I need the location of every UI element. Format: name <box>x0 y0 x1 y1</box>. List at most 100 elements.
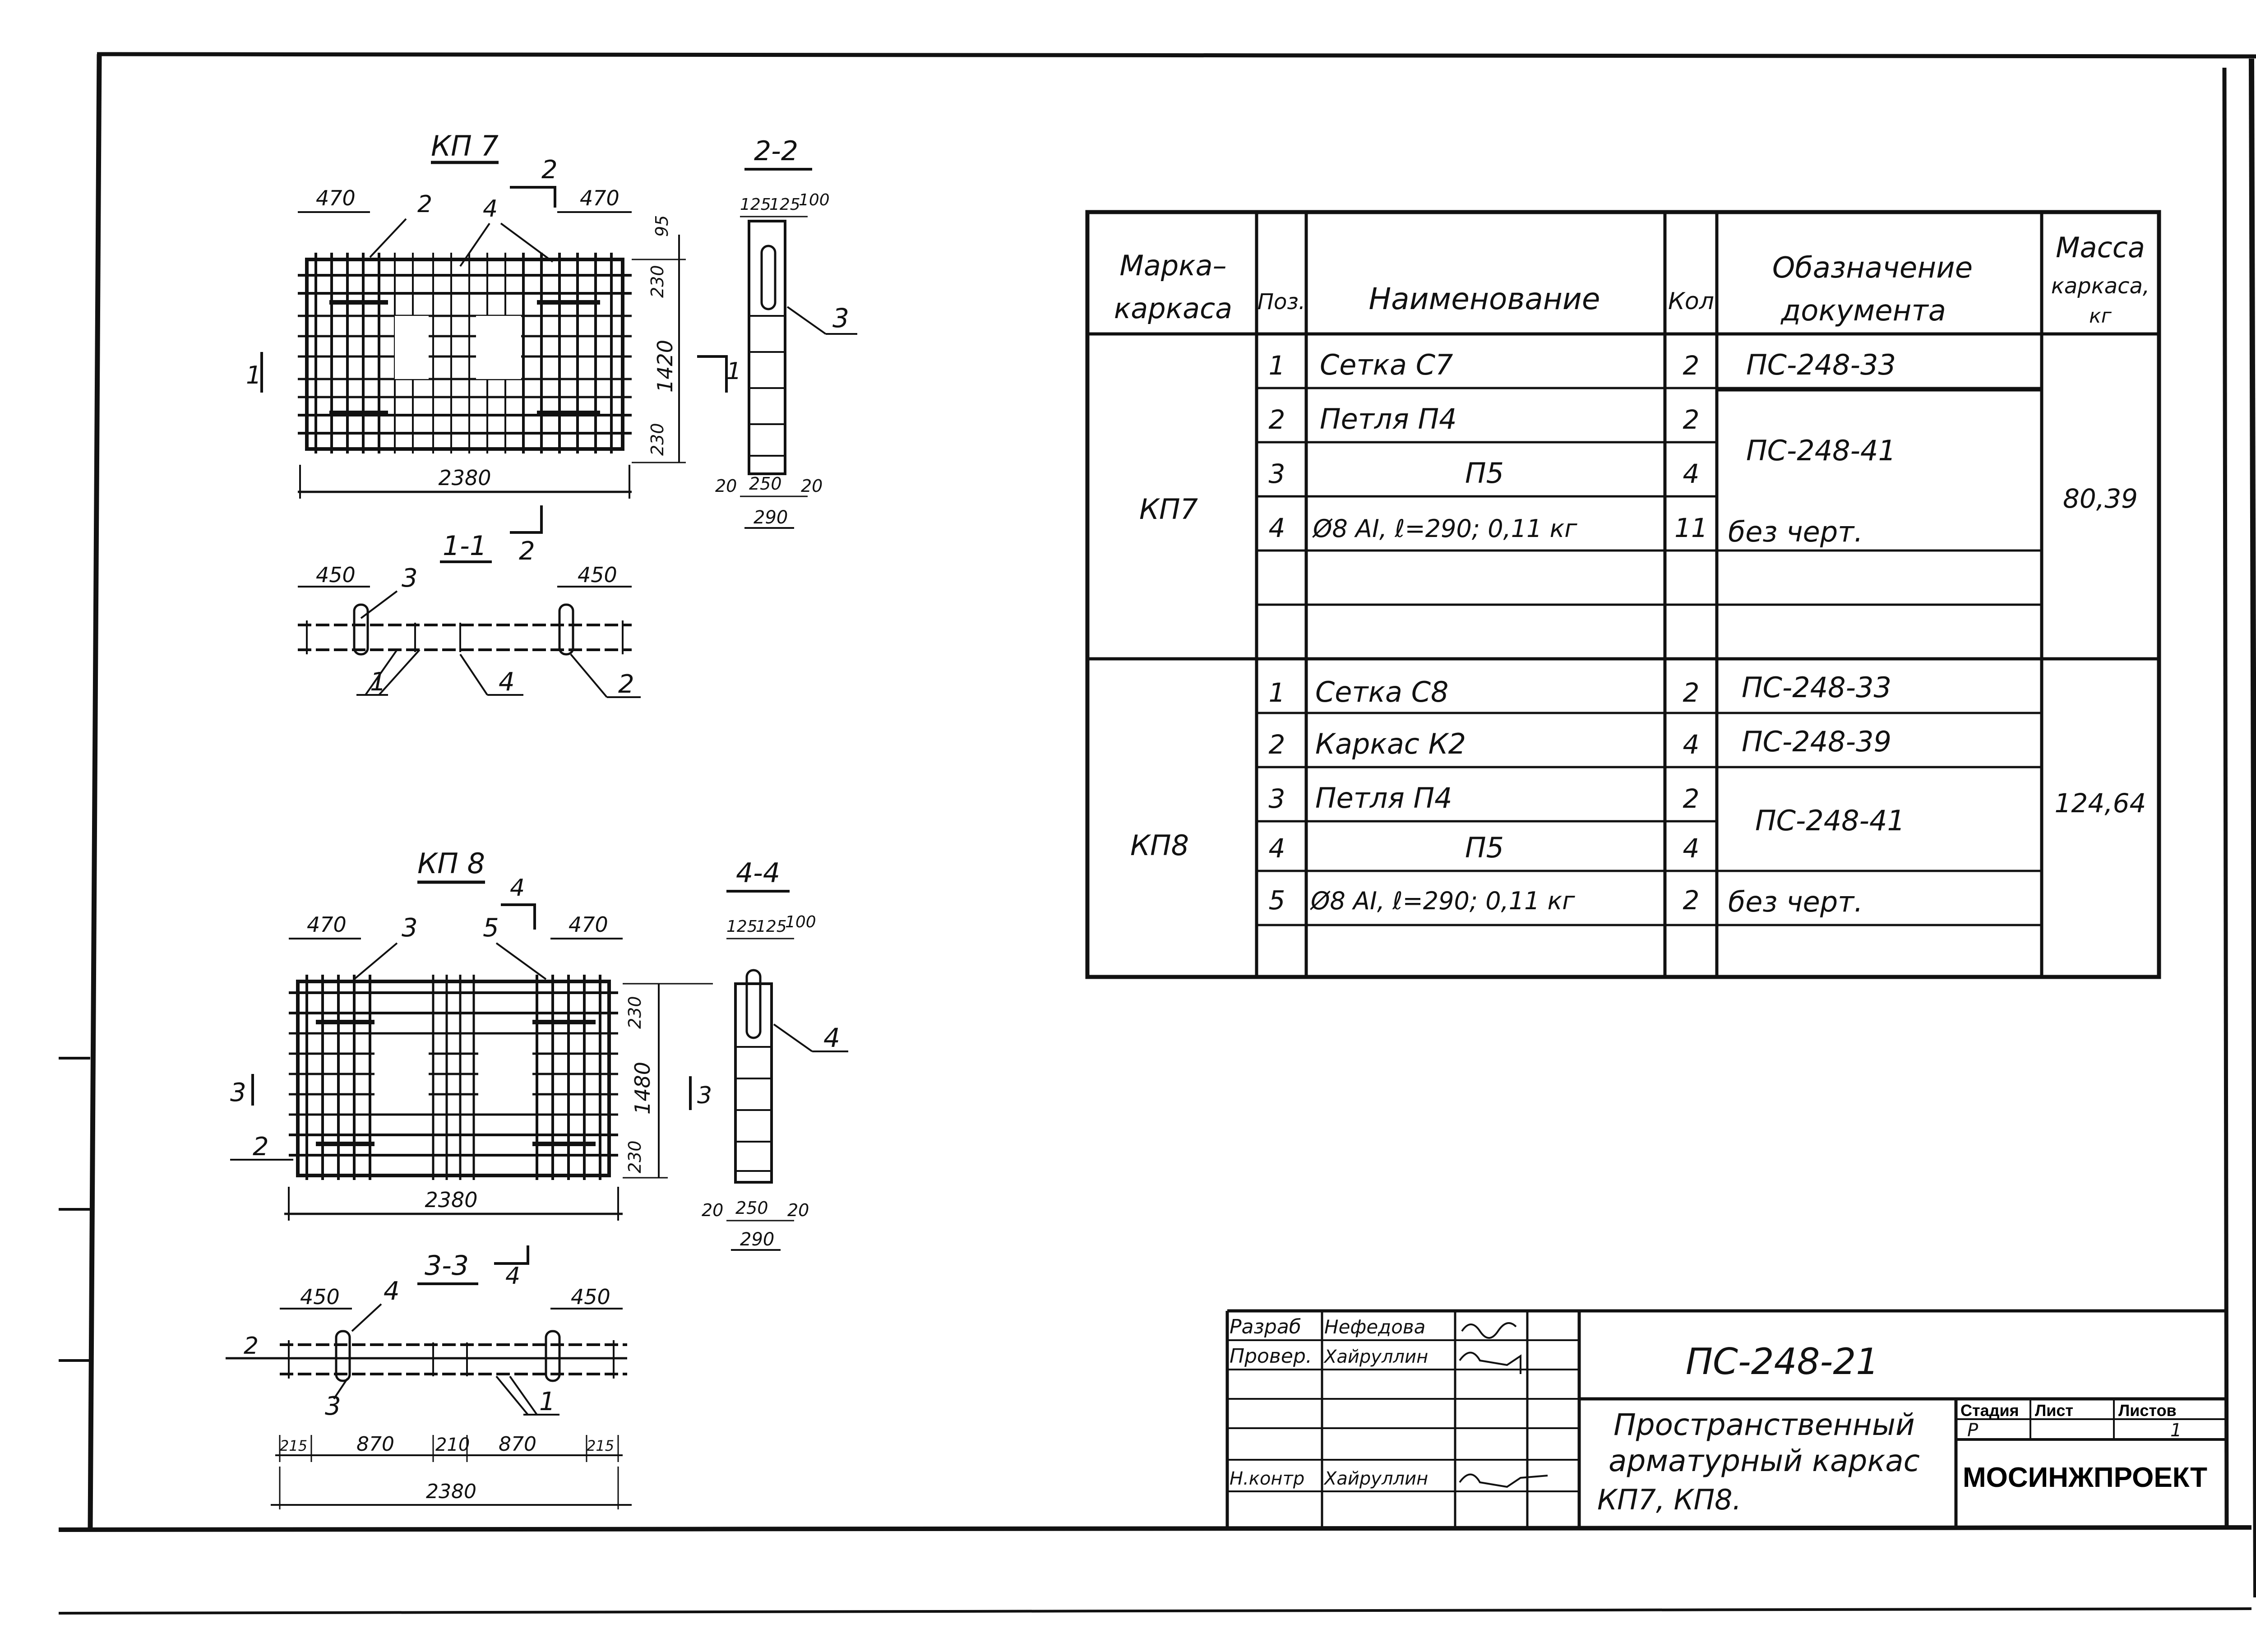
stage-label: Стадия <box>1960 1401 2019 1420</box>
signature-developer <box>1461 1322 1517 1339</box>
kp8-dim-left: 470 <box>307 912 347 937</box>
title-block: Разраб Провер. Н.контр Нефедова Хайрулли… <box>1225 1309 2227 1530</box>
kp8-r2-pos: 2 <box>1269 729 1285 760</box>
sec33-title: 3-3 <box>425 1250 469 1282</box>
kp8-r1-doc: ПС-248-33 <box>1742 671 1891 704</box>
kp7-r3-qty: 4 <box>1683 458 1700 489</box>
sec44-dim-bottom2: 250 <box>735 1198 768 1218</box>
sec22-dim-top1: 125 <box>740 195 771 214</box>
title-line-3: КП7, КП8. <box>1597 1483 1741 1516</box>
hdr-name: Наименование <box>1369 282 1600 316</box>
sheets-label: Листов <box>2118 1401 2177 1420</box>
spec-table: Марка– каркаса Поз. Наименование Кол Оба… <box>1085 210 2161 979</box>
kp8-mark: КП8 <box>1130 829 1189 862</box>
kp7-mesh <box>298 253 632 453</box>
hdr-mark: Марка– <box>1119 249 1226 282</box>
organization: МОСИНЖПРОЕКТ <box>1963 1462 2207 1493</box>
sec33-dim-b5: 215 <box>587 1437 614 1454</box>
signature-checker <box>1459 1351 1521 1374</box>
sheets-value: 1 <box>2170 1420 2182 1441</box>
sec44-callout: 4 <box>823 1023 840 1053</box>
sec44-title: 4-4 <box>736 857 780 889</box>
kp8-r2-name: Каркас К2 <box>1315 727 1466 760</box>
sec33-callout-2: 2 <box>244 1333 259 1360</box>
sheet-frame <box>58 52 2256 1615</box>
sec33-callout-1: 1 <box>539 1387 555 1416</box>
kp8-r5-pos: 5 <box>1269 885 1285 916</box>
kp7-title: КП 7 <box>431 130 499 162</box>
kp8-r5-qty: 2 <box>1683 885 1700 916</box>
sec44-dim-top3: 100 <box>785 913 816 931</box>
kp8-r3-name: Петля П4 <box>1315 782 1452 814</box>
kp7-callout-4: 4 <box>483 195 498 222</box>
kp7-r4-qty: 11 <box>1674 513 1708 543</box>
kp7-r1-qty: 2 <box>1683 350 1700 381</box>
sec22-cut-mark: 1 <box>726 358 741 385</box>
kp8-r1-pos: 1 <box>1269 677 1285 708</box>
kp8-r3-doc: ПС-248-41 <box>1755 804 1905 837</box>
kp8-callout-3: 3 <box>402 913 418 943</box>
kp7-dim-left: 470 <box>316 186 356 210</box>
hdr-doc-1: Обазначение <box>1772 251 1973 285</box>
kp7-r1-doc: ПС-248-33 <box>1746 348 1896 381</box>
section-3-3: 3-3 4 450 450 4 2 3 1 215 870 210 <box>226 1245 632 1509</box>
name-developer: Нефедова <box>1324 1316 1425 1338</box>
kp7-r3-pos: 3 <box>1269 458 1285 489</box>
kp8-dim-bottom: 2380 <box>425 1188 477 1212</box>
sec22-dim-bottom3: 20 <box>801 476 823 496</box>
kp7-dim-right: 470 <box>580 186 619 210</box>
sec33-dim-right: 450 <box>571 1285 610 1309</box>
sec22-dim-bottom2: 250 <box>749 474 782 494</box>
kp7-dim-r2: 230 <box>647 265 667 298</box>
kp7-cut-mark-top: 2 <box>541 155 558 185</box>
section-2-2: 2-2 125 125 100 3 1 20 250 20 290 <box>697 135 857 529</box>
kp7-r2-doc: ПС-248-41 <box>1746 434 1896 467</box>
section-1-1: 1-1 450 450 3 1 4 2 <box>298 530 641 699</box>
kp8-dim-r3: 230 <box>625 1140 645 1173</box>
sec44-dim-bottom3: 20 <box>787 1200 809 1220</box>
kp7-r4-name: Ø8 AI, ℓ=290; 0,11 кг <box>1312 514 1577 543</box>
hdr-doc-2: документа <box>1780 294 1946 328</box>
sec11-callout-4: 4 <box>499 667 515 697</box>
sheet-label: Лист <box>2035 1401 2073 1420</box>
hdr-mass-3: кг <box>2089 305 2112 328</box>
kp8-title: КП 8 <box>417 847 485 880</box>
role-checker: Провер. <box>1230 1345 1312 1368</box>
kp7-r2-qty: 2 <box>1683 404 1700 435</box>
kp8-callout-5: 5 <box>483 913 499 943</box>
kp8-r2-doc: ПС-248-39 <box>1742 725 1891 758</box>
kp8-plan: КП 8 4 3 2 470 470 3 5 <box>230 847 713 1221</box>
kp7-r4-pos: 4 <box>1269 513 1285 543</box>
kp7-r1-name: Сетка С7 <box>1320 348 1453 381</box>
kp8-dim-r2: 1480 <box>630 1062 655 1115</box>
kp8-dim-right: 470 <box>569 912 608 937</box>
kp7-r3-name: П5 <box>1465 457 1504 490</box>
kp7-r2-name: Петля П4 <box>1320 403 1457 435</box>
name-checker: Хайруллин <box>1323 1347 1428 1367</box>
kp8-r5-name: Ø8 AI, ℓ=290; 0,11 кг <box>1310 887 1575 915</box>
kp7-cut-mark-left: 1 <box>246 361 261 389</box>
kp8-r3-qty: 2 <box>1683 783 1700 814</box>
title-line-1: Пространственный <box>1613 1407 1915 1442</box>
sec22-dim-bottom1: 20 <box>715 476 737 496</box>
sec33-dim-left: 450 <box>300 1285 340 1309</box>
hdr-mass-2: каркаса, <box>2051 273 2150 299</box>
sec11-title: 1-1 <box>443 530 487 562</box>
kp8-r4-name: П5 <box>1465 831 1504 864</box>
kp8-r1-name: Сетка С8 <box>1315 676 1448 708</box>
kp8-r4-pos: 4 <box>1269 833 1285 864</box>
sec44-cut-mark: 3 <box>697 1082 712 1109</box>
role-developer: Разраб <box>1230 1315 1301 1338</box>
kp7-dim-r1: 95 <box>652 215 672 237</box>
sec11-dim-left: 450 <box>316 563 356 587</box>
kp7-dim-bottom: 2380 <box>438 466 491 490</box>
hdr-pos: Поз. <box>1257 289 1305 315</box>
sec11-callout-1: 1 <box>370 667 386 697</box>
sec33-dim-b1: 215 <box>280 1437 307 1454</box>
sec11-dim-right: 450 <box>578 563 617 587</box>
kp7-cut-mark-bottom: 2 <box>519 537 535 566</box>
kp8-cut-mark-left: 3 <box>230 1078 246 1107</box>
sec33-callout-3: 3 <box>325 1392 341 1421</box>
kp7-mark: КП7 <box>1139 493 1198 526</box>
